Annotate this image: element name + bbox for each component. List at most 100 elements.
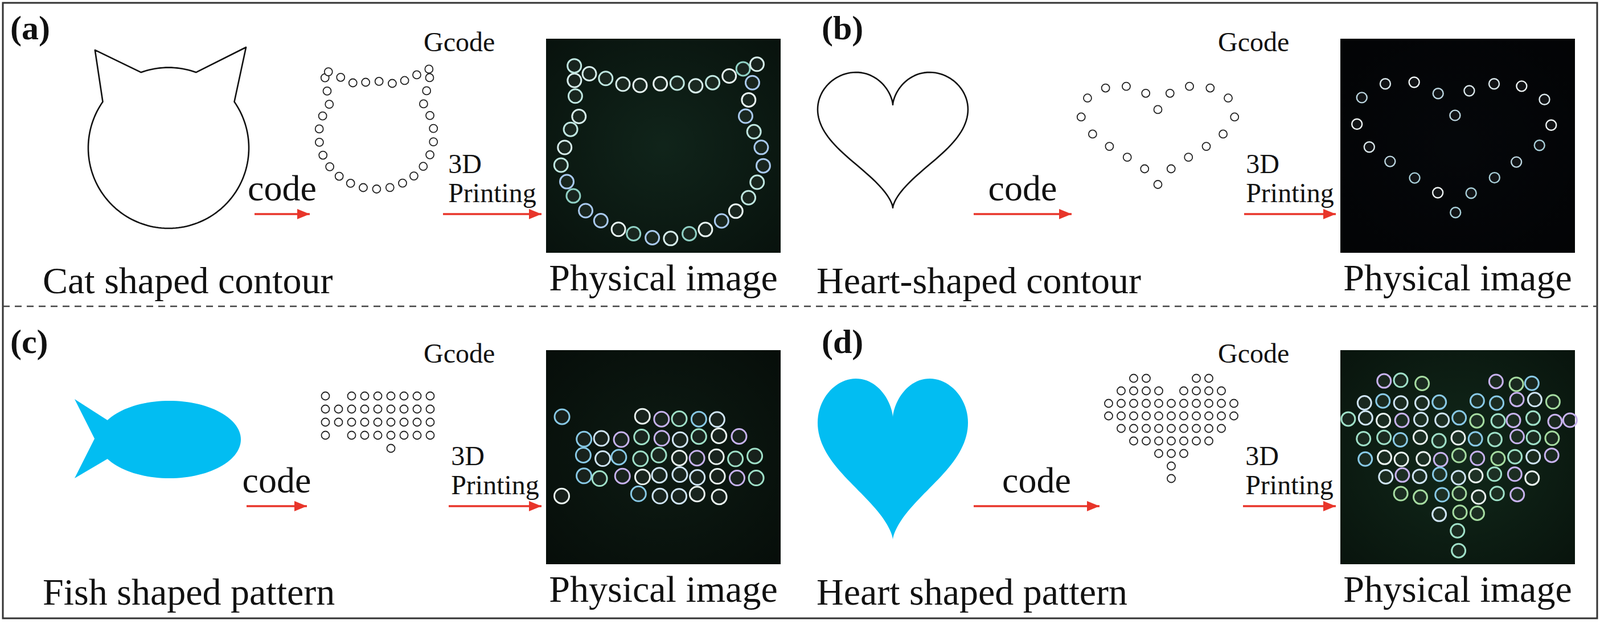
printed-ring (1412, 469, 1427, 484)
printed-ring (671, 411, 687, 427)
gcode-dot (409, 171, 418, 180)
printed-ring (731, 428, 747, 444)
arrow-label: code (988, 169, 1058, 208)
filled-shape-art (73, 398, 242, 480)
gcode-dot (413, 392, 422, 401)
gcode-dot (1192, 424, 1201, 433)
printed-ring (741, 190, 756, 205)
gcode-dot (318, 112, 327, 121)
printed-ring (741, 92, 756, 107)
printed-ring (614, 468, 630, 484)
gcode-dot (1167, 399, 1176, 408)
gcode-dot (1179, 399, 1188, 408)
printed-ring (1545, 431, 1560, 446)
gcode-dot-pattern-art (311, 382, 445, 449)
printed-ring (722, 68, 737, 83)
gcode-dot (1229, 399, 1238, 408)
printed-ring (1450, 523, 1465, 538)
gcode-dot (346, 179, 355, 188)
printed-ring (1413, 412, 1428, 427)
gcode-dot (1142, 412, 1151, 421)
process-arrow (1242, 505, 1336, 508)
printed-ring (736, 62, 750, 76)
printed-ring (558, 140, 572, 155)
gcode-dot (419, 99, 428, 108)
gcode-dot (374, 405, 383, 414)
printed-ring (563, 122, 578, 137)
process-arrow (973, 212, 1072, 216)
printed-ring (599, 71, 613, 86)
gcode-dot (1229, 412, 1238, 421)
photo-vignette (546, 38, 781, 253)
gcode-dot (1192, 412, 1201, 421)
filled-silhouette (74, 399, 241, 479)
printed-ring (1414, 396, 1429, 410)
printed-ring (1393, 432, 1407, 447)
gcode-dot (1204, 374, 1213, 383)
gcode-dot (422, 86, 431, 95)
printed-ring (1393, 486, 1408, 501)
printed-ring (747, 124, 761, 139)
printed-ring (1509, 377, 1524, 392)
gcode-dot (1154, 387, 1163, 396)
printed-ring (575, 447, 591, 463)
printed-ring (1510, 487, 1525, 502)
printed-ring (582, 66, 597, 81)
printed-ring (1466, 187, 1477, 199)
printed-ring (672, 432, 688, 447)
gcode-dot (1088, 129, 1097, 138)
gcode-dot (1179, 424, 1188, 433)
printed-ring (611, 222, 626, 237)
printed-ring (1534, 140, 1545, 151)
gcode-dot (1142, 437, 1151, 446)
printed-ring (690, 470, 705, 486)
gcode-dot (360, 405, 369, 414)
printed-ring (1356, 432, 1371, 446)
printed-ring (1545, 120, 1557, 131)
gcode-dot (1205, 84, 1214, 93)
shape-caption: Fish shaped pattern (42, 573, 335, 611)
physical-image: Physical image (1340, 350, 1575, 565)
printed-ring (1488, 374, 1503, 389)
printed-ring (711, 489, 727, 505)
physical-image-art (1340, 38, 1575, 253)
gcode-dot (387, 405, 396, 414)
gcode-dot (1122, 82, 1131, 91)
figure-panel: (a)Cat shaped contourGcodePhysical image (2, 2, 798, 307)
gcode-dot (1129, 374, 1138, 383)
gcode-dot (1142, 424, 1151, 433)
photo-background (1340, 38, 1575, 253)
printed-ring (1491, 451, 1505, 466)
gcode-dot (424, 64, 433, 73)
printed-ring (1395, 468, 1410, 482)
printed-ring (1435, 487, 1450, 502)
gcode-dot (347, 392, 356, 401)
printed-ring (1463, 85, 1475, 96)
filled-shape: Heart shaped pattern (816, 377, 970, 541)
printed-ring (554, 409, 570, 425)
gcode-dot (1123, 153, 1132, 162)
gcode-dot (1217, 412, 1226, 421)
printed-ring (1356, 92, 1368, 103)
printed-ring (651, 447, 667, 463)
printed-ring (682, 226, 697, 241)
printed-ring (691, 411, 707, 427)
printed-ring (651, 468, 667, 483)
photo-background (546, 38, 781, 253)
printed-ring (1470, 506, 1484, 520)
printed-ring (1395, 413, 1409, 428)
gcode-dot (1154, 449, 1163, 458)
gcode-dot (1154, 424, 1163, 433)
printed-ring (729, 470, 745, 486)
printed-ring (1527, 392, 1542, 407)
printed-ring (576, 431, 592, 447)
gcode-dot (315, 124, 324, 133)
printed-ring (572, 109, 586, 124)
gcode-dot (413, 405, 422, 414)
image-caption: Physical image (1343, 259, 1572, 297)
printed-ring (1393, 396, 1408, 410)
physical-image-art (546, 350, 781, 565)
printed-ring (626, 226, 641, 241)
printed-ring (688, 79, 703, 93)
